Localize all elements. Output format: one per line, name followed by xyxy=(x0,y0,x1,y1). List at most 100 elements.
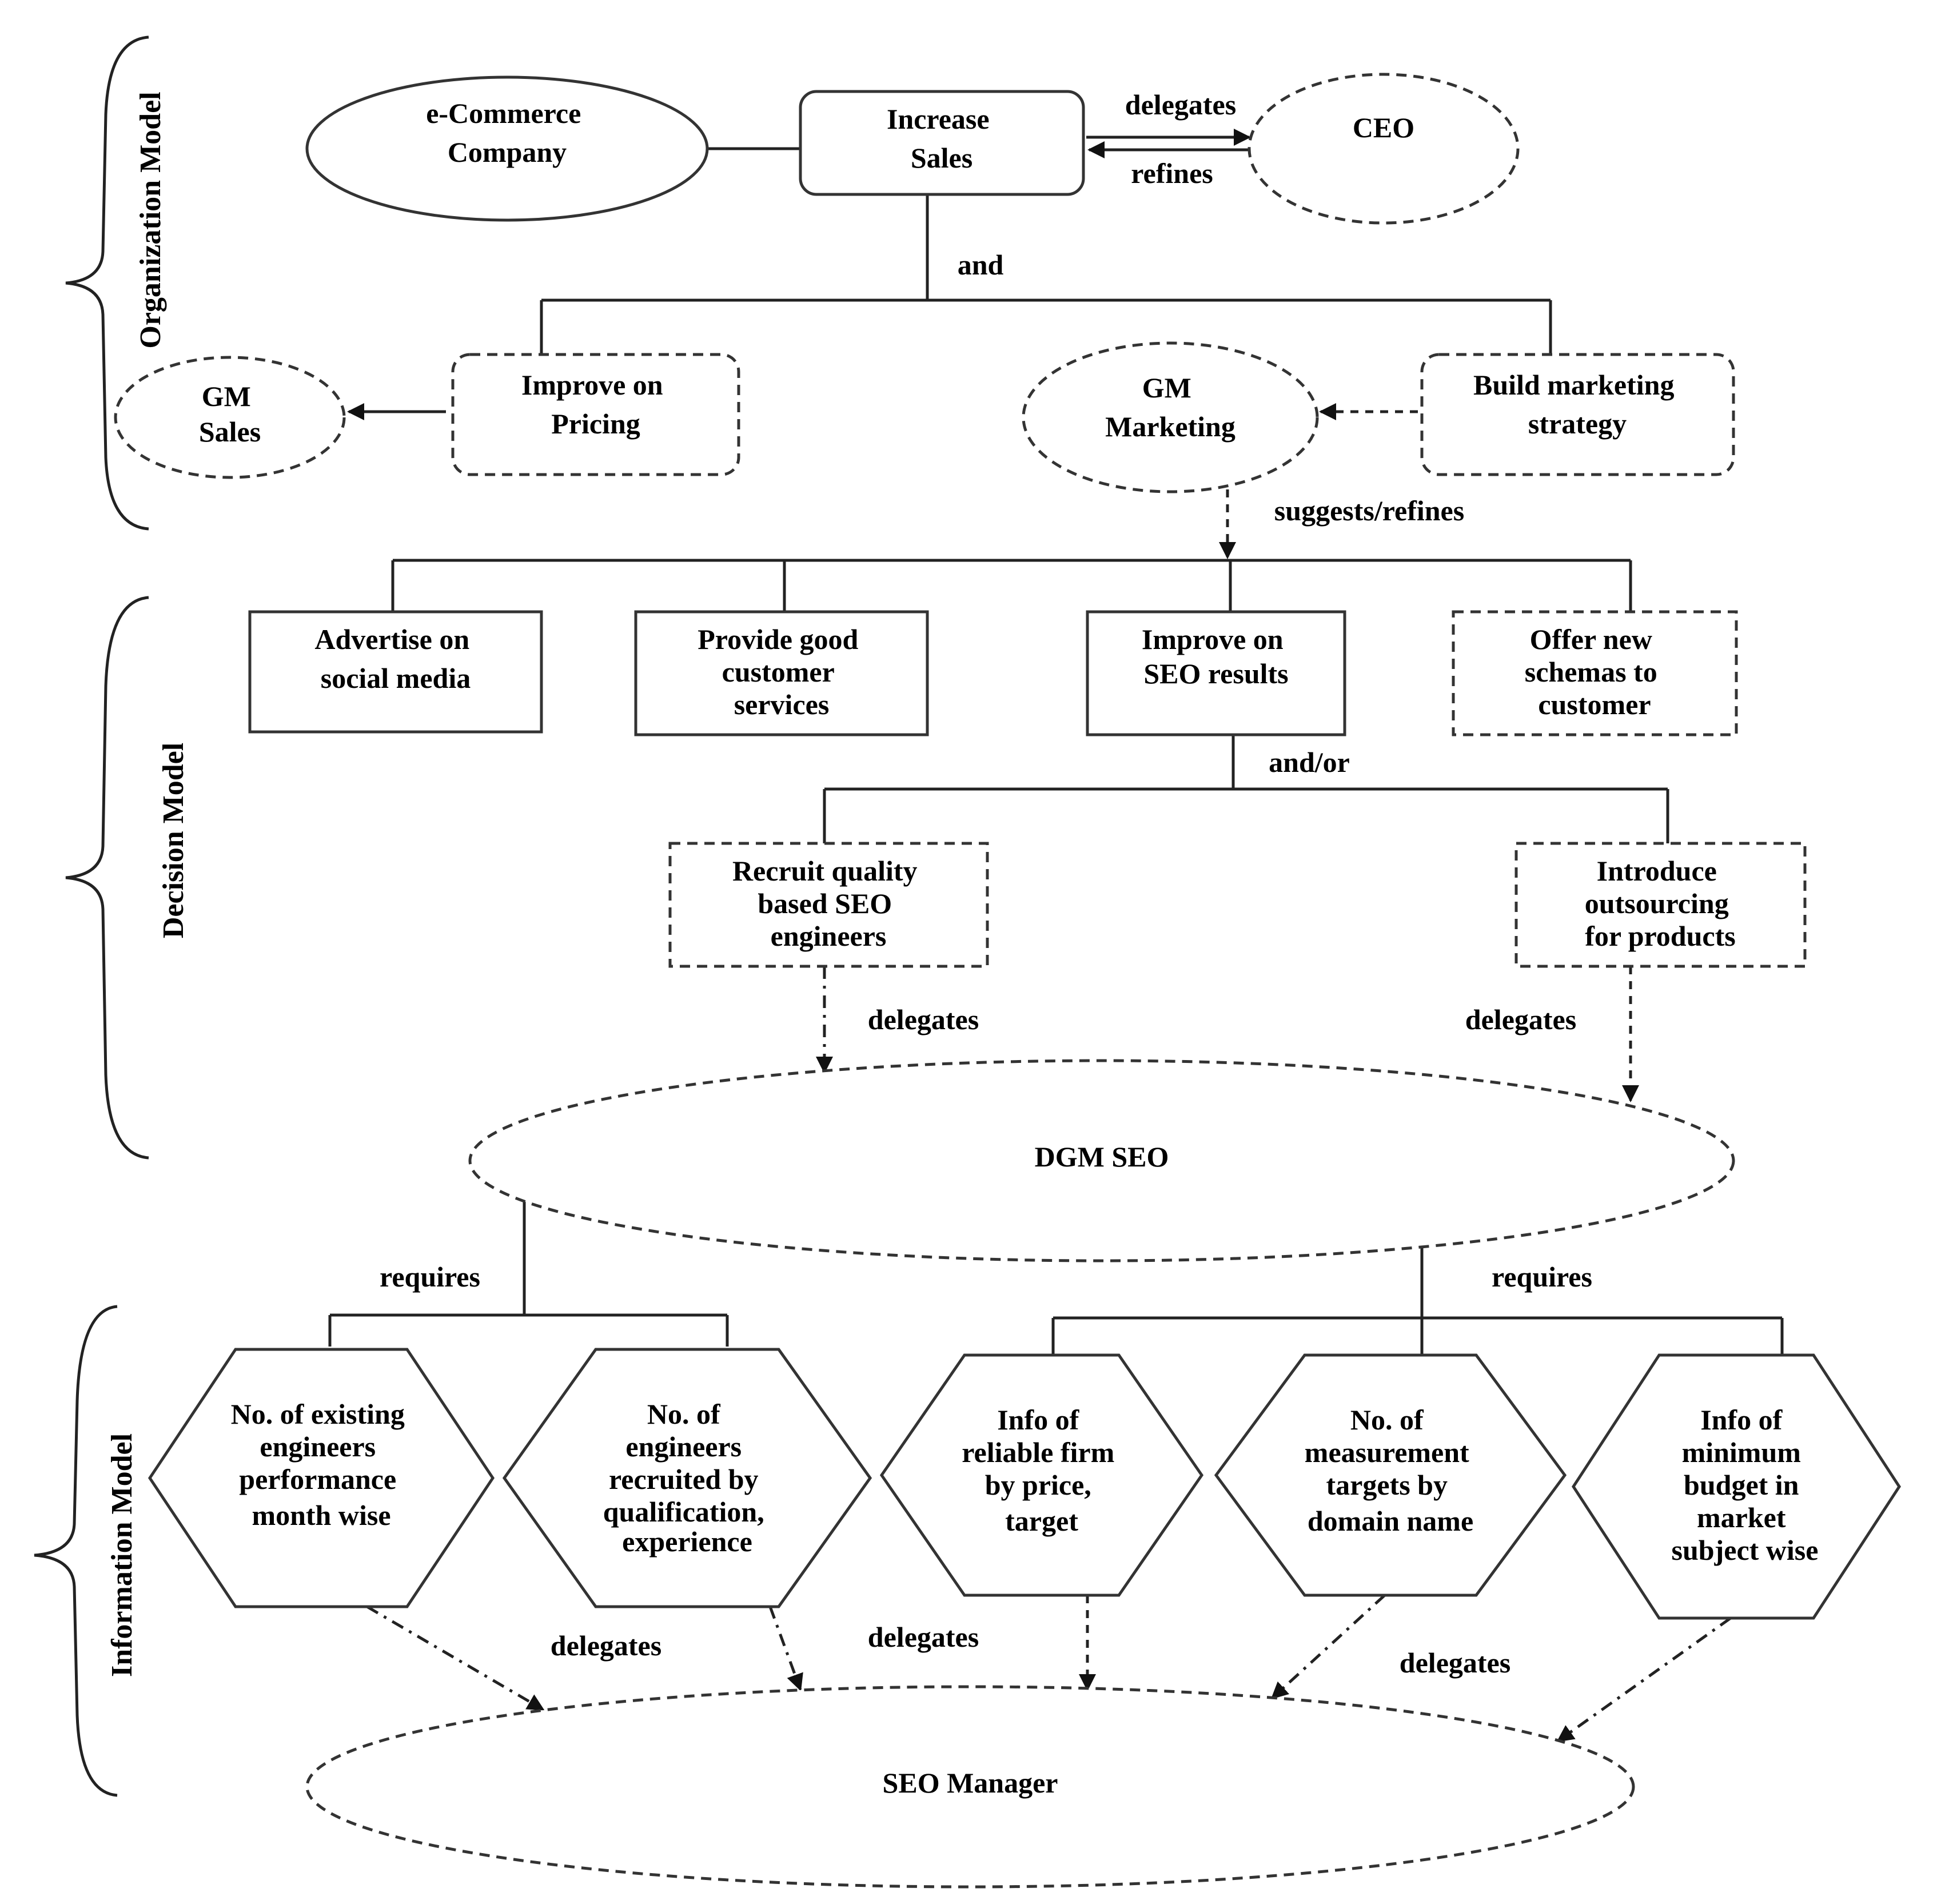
edge-label-delegates-outsourcing: delegates xyxy=(1465,1003,1576,1035)
edge-label-suggests-refines: suggests/refines xyxy=(1274,495,1464,527)
node-text-line: Build marketing xyxy=(1473,369,1674,401)
node-improve-on-pricing[interactable]: Improve on Pricing xyxy=(451,353,740,476)
node-text-line: month wise xyxy=(252,1499,390,1531)
section-label-information: Information Model xyxy=(106,1433,138,1677)
node-offer-new-schemas[interactable]: Offer new schemas to customer xyxy=(1452,610,1738,736)
node-info-existing-engineers[interactable]: No. of existing engineers performance mo… xyxy=(148,1348,495,1608)
section-label-decision: Decision Model xyxy=(157,743,190,938)
node-text-line: performance xyxy=(239,1463,396,1495)
node-introduce-outsourcing[interactable]: Introduce outsourcing for products xyxy=(1514,842,1807,968)
node-info-reliable-firm[interactable]: Info of reliable firm by price, target xyxy=(879,1353,1204,1597)
node-text-line: schemas to xyxy=(1525,656,1657,688)
node-text-line: experience xyxy=(622,1525,752,1558)
node-text-line: services xyxy=(734,688,830,720)
node-text-line: by price, xyxy=(985,1469,1091,1501)
node-text-line: for products xyxy=(1585,920,1735,952)
svg-text:Advertise on social medi: Advertise on social media xyxy=(314,623,476,694)
svg-text:No. of existing engineer: No. of existing engineers performance mo… xyxy=(231,1398,412,1531)
svg-text:Info of reliable firm: Info of reliable firm by price, target xyxy=(962,1404,1122,1537)
edge-label-and-or: and/or xyxy=(1269,746,1350,778)
svg-text:e-Commerce Company: e-Commerce Company xyxy=(426,97,588,168)
node-text-line: social media xyxy=(321,662,471,694)
node-text-line: reliable firm xyxy=(962,1436,1114,1468)
node-info-engineers-recruited[interactable]: No. of engineers recruited by qualificat… xyxy=(502,1348,872,1608)
node-text-line: budget in xyxy=(1684,1469,1799,1501)
svg-text:Build marketing strategy: Build marketing strategy xyxy=(1473,369,1681,440)
node-text-line: engineers xyxy=(625,1431,742,1463)
edge-label-requires-left: requires xyxy=(380,1261,480,1293)
node-text-line: Improve on xyxy=(1142,623,1284,655)
svg-text:DGM SEO: DGM SEO xyxy=(1035,1141,1169,1173)
node-text-line: Advertise on xyxy=(314,623,469,655)
node-text-line: targets by xyxy=(1326,1469,1448,1501)
svg-text:No. of engineers r: No. of engineers recruited by qualificat… xyxy=(603,1398,771,1558)
node-recruit-seo-engineers[interactable]: Recruit quality based SEO engineers xyxy=(668,842,989,968)
node-text-line: Recruit quality xyxy=(732,855,918,887)
node-text-line: Improve on xyxy=(521,369,663,401)
node-text-line: target xyxy=(1005,1505,1078,1537)
node-text-line: No. of xyxy=(1350,1404,1424,1436)
node-text-line: engineers xyxy=(771,920,887,952)
node-text-line: Info of xyxy=(997,1404,1079,1436)
node-text-line: measurement xyxy=(1305,1436,1469,1468)
node-text-line: CEO xyxy=(1353,111,1414,144)
node-info-minimum-budget[interactable]: Info of minimum budget in market subject… xyxy=(1572,1353,1901,1620)
node-text-line: DGM SEO xyxy=(1035,1141,1169,1173)
node-advertise-social-media[interactable]: Advertise on social media xyxy=(248,610,543,734)
svg-text:CEO: CEO xyxy=(1353,111,1414,144)
node-text-line: No. of xyxy=(647,1398,721,1430)
svg-text:SEO Manager: SEO Manager xyxy=(883,1767,1058,1799)
connectors xyxy=(328,129,1784,1743)
svg-text:GM Marketing: GM Marketing xyxy=(1105,372,1235,443)
node-text-line: domain name xyxy=(1308,1505,1473,1537)
edge-label-delegates-info-3: delegates xyxy=(1400,1647,1510,1679)
edge-labels: delegates refines and suggests/refines a… xyxy=(380,89,1592,1679)
edge-label-requires-right: requires xyxy=(1492,1261,1592,1293)
node-gm-marketing[interactable]: GM Marketing xyxy=(1022,341,1319,493)
node-text-line: Marketing xyxy=(1105,411,1235,443)
brace-organization xyxy=(65,35,149,531)
svg-text:Info of minimum bu: Info of minimum budget in market subject… xyxy=(1672,1404,1819,1566)
node-text-line: based SEO xyxy=(758,887,892,919)
node-text-line: Introduce xyxy=(1597,855,1717,887)
node-seo-manager[interactable]: SEO Manager xyxy=(305,1685,1635,1889)
node-build-marketing-strategy[interactable]: Build marketing strategy xyxy=(1420,353,1735,476)
svg-text:Introduce outsourcing: Introduce outsourcing for products xyxy=(1585,855,1736,952)
node-text-line: strategy xyxy=(1528,408,1627,440)
node-text-line: market xyxy=(1697,1501,1786,1533)
svg-text:Improve on Pricing: Improve on Pricing xyxy=(521,369,670,440)
node-text-line: SEO Manager xyxy=(883,1767,1058,1799)
svg-text:Improve on SEO results: Improve on SEO results xyxy=(1142,623,1290,690)
node-text-line: Sales xyxy=(911,142,973,174)
node-text-line: Sales xyxy=(199,416,261,448)
node-text-line: Company xyxy=(448,136,567,168)
node-gm-sales[interactable]: GM Sales xyxy=(114,356,346,479)
node-text-line: subject wise xyxy=(1672,1534,1819,1566)
node-provide-customer-services[interactable]: Provide good customer services xyxy=(634,610,929,736)
node-improve-seo-results[interactable]: Improve on SEO results xyxy=(1086,610,1346,736)
node-text-line: e-Commerce xyxy=(426,97,581,129)
node-text-line: Info of xyxy=(1700,1404,1783,1436)
node-text-line: SEO results xyxy=(1143,658,1288,690)
node-text-line: GM xyxy=(202,380,251,412)
node-text-line: qualification, xyxy=(603,1496,764,1528)
edge-label-delegates-info-1: delegates xyxy=(551,1630,661,1662)
node-text-line: Pricing xyxy=(551,408,640,440)
node-text-line: Increase xyxy=(887,103,990,135)
node-increase-sales[interactable]: Increase Sales xyxy=(799,90,1085,196)
svg-text:GM Sales: GM Sales xyxy=(199,380,261,448)
edge-label-delegates-info-2: delegates xyxy=(868,1621,979,1653)
node-dgm-seo[interactable]: DGM SEO xyxy=(468,1059,1735,1262)
edge-label-delegates-ceo: delegates xyxy=(1125,89,1236,121)
edge-label-and: and xyxy=(958,249,1004,281)
node-ceo[interactable]: CEO xyxy=(1247,73,1520,225)
node-info-measurement-targets[interactable]: No. of measurement targets by domain nam… xyxy=(1214,1353,1567,1597)
node-ecommerce-company[interactable]: e-Commerce Company xyxy=(305,75,709,222)
section-label-organization: Organization Model xyxy=(134,91,167,348)
node-text-line: Offer new xyxy=(1530,623,1652,655)
node-text-line: Provide good xyxy=(698,623,858,655)
node-text-line: minimum xyxy=(1682,1436,1801,1468)
node-text-line: GM xyxy=(1142,372,1191,404)
brace-decision xyxy=(65,596,149,1160)
